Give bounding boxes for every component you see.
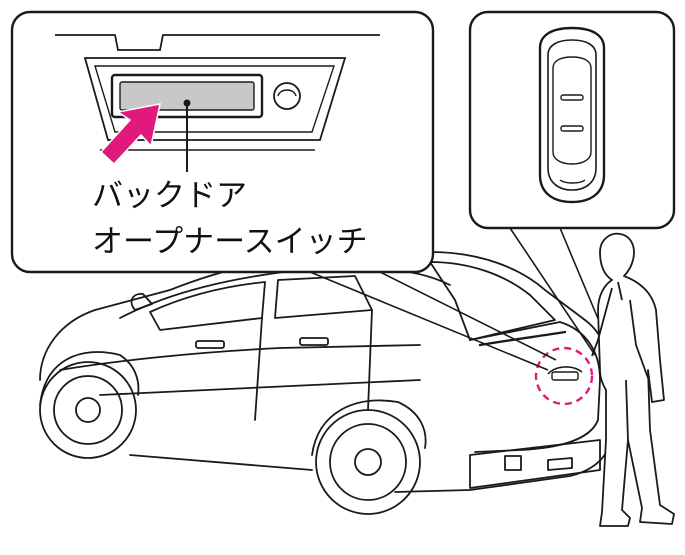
car-icon [39,251,613,515]
camera-icon [273,82,301,110]
switch-location-highlight [534,346,594,406]
smart-key-callout-box [468,10,676,230]
arrow-icon [99,103,161,166]
switch-label-line2: オープナースイッチ [92,224,368,260]
switch-label-line1: バックドア [92,178,247,214]
person-icon [591,232,675,527]
smart-key-icon [538,26,606,204]
switch-callout-box: バックドア オープナースイッチ [10,10,435,274]
